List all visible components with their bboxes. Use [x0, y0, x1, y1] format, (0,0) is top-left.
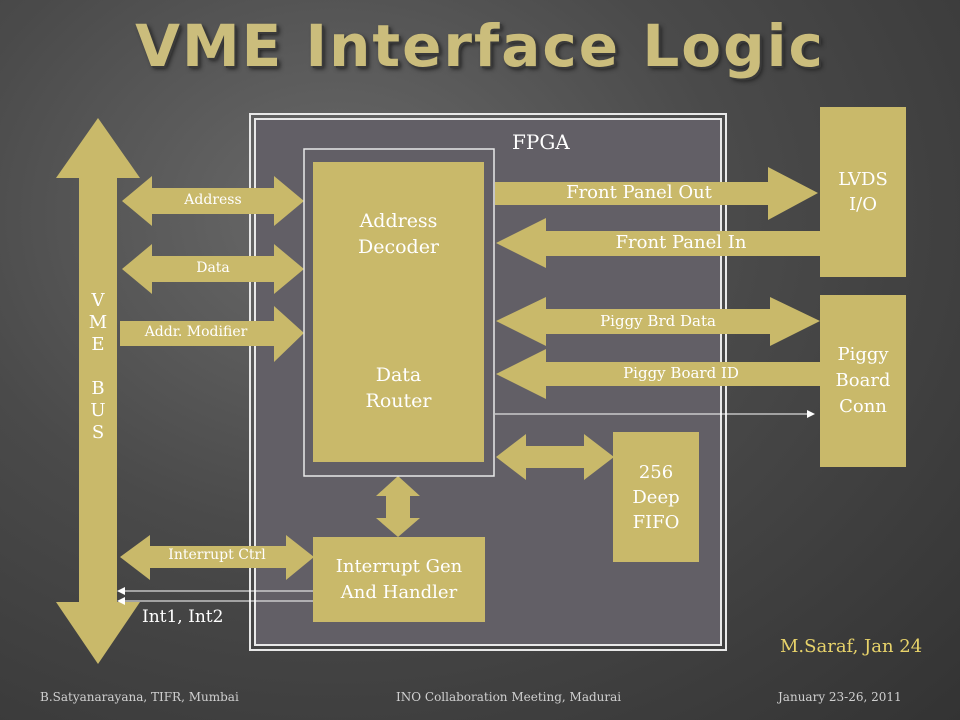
- piggy-board-line: Piggy: [837, 344, 889, 365]
- vme-bus-letter: S: [91, 422, 105, 443]
- data-arrow: [122, 244, 304, 294]
- vme-bus-letter: [84, 356, 112, 378]
- fifo-box: 256 Deep FIFO: [613, 432, 699, 562]
- interrupt-gen-line: Interrupt Gen: [335, 555, 463, 577]
- lvds-line: I/O: [849, 194, 877, 215]
- fifo-line: 256: [638, 461, 674, 483]
- interrupt-lines-label: Int1, Int2: [142, 607, 224, 627]
- interrupt-gen-box: Interrupt Gen And Handler: [313, 537, 485, 622]
- lvds-line: LVDS: [838, 169, 888, 190]
- fifo-line: FIFO: [632, 511, 680, 533]
- fpga-label: FPGA: [512, 130, 570, 154]
- vme-bus-letter: B: [91, 378, 105, 399]
- data-label: Data: [196, 260, 230, 276]
- vme-bus-letter: U: [90, 400, 106, 421]
- decoder-router-frame: [303, 148, 495, 477]
- data-router-line: Data: [375, 364, 422, 386]
- address-arrow: [122, 176, 304, 226]
- footer-left: B.Satyanarayana, TIFR, Mumbai: [40, 690, 239, 704]
- vme-bus-letter: V: [91, 290, 105, 311]
- slide-title: VME Interface Logic: [135, 12, 825, 80]
- footer-center: INO Collaboration Meeting, Madurai: [396, 690, 622, 704]
- router-interrupt-arrow: [376, 476, 420, 537]
- interrupt-ctrl-label: Interrupt Ctrl: [168, 547, 266, 563]
- addr-modifier-arrow: [120, 306, 304, 362]
- data-router-line: Router: [365, 390, 432, 412]
- vme-bus-arrow: [56, 118, 140, 664]
- address-decoder-label: Address Decoder: [313, 208, 484, 260]
- piggy-board-id-arrow: [496, 349, 820, 399]
- piggy-board-id-label: Piggy Board ID: [623, 364, 739, 382]
- address-decoder-line: Address: [359, 210, 438, 232]
- addr-modifier-label: Addr. Modifier: [144, 324, 248, 340]
- front-panel-in-arrow: [496, 218, 820, 268]
- interrupt-gen-line: And Handler: [340, 581, 458, 603]
- lvds-box: LVDS I/O: [820, 107, 906, 277]
- fifo-arrow: [496, 434, 614, 480]
- decoder-router-box: [313, 162, 484, 462]
- data-router-label: Data Router: [313, 362, 484, 414]
- piggy-board-line: Board: [835, 370, 891, 391]
- fifo-line: Deep: [632, 486, 680, 508]
- vme-bus-letter: E: [91, 334, 105, 355]
- vme-bus-letter: M: [88, 312, 108, 333]
- piggy-board-box: Piggy Board Conn: [820, 295, 906, 467]
- address-decoder-line: Decoder: [357, 236, 440, 258]
- address-label: Address: [184, 192, 242, 208]
- interrupt-ctrl-arrow: [120, 535, 314, 580]
- front-panel-out-label: Front Panel Out: [566, 182, 712, 203]
- front-panel-out-arrow: [495, 167, 818, 220]
- vme-bus-label: V M E B U S: [84, 290, 112, 444]
- piggy-board-line: Conn: [839, 396, 887, 417]
- author-label: M.Saraf, Jan 24: [780, 636, 923, 657]
- piggy-brd-data-label: Piggy Brd Data: [600, 312, 716, 330]
- front-panel-in-label: Front Panel In: [615, 232, 747, 253]
- piggy-brd-data-arrow: [496, 297, 820, 346]
- footer-right: January 23-26, 2011: [778, 690, 902, 704]
